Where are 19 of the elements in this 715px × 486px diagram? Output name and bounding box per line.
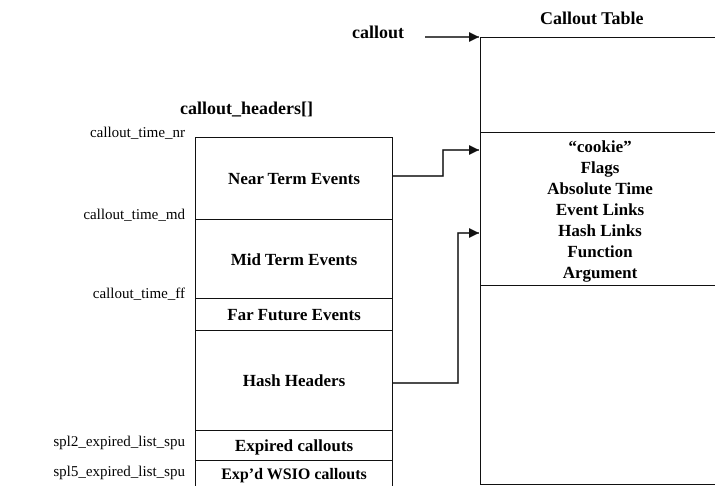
array-cell: Expired callouts (195, 430, 393, 461)
table-heading: Callout Table (540, 8, 644, 29)
arrow (393, 228, 479, 384)
pointer-label: callout (352, 22, 404, 43)
table-cell (480, 37, 715, 133)
arrow (425, 32, 479, 42)
variable-label: spl5_expired_list_spu (52, 464, 185, 481)
variable-label: callout_time_md (82, 207, 185, 224)
array-cell: Far Future Events (195, 298, 393, 331)
table-heading: callout_headers[] (180, 98, 313, 119)
variable-label: callout_time_nr (89, 125, 185, 142)
array-cell: Mid Term Events (195, 219, 393, 299)
array-cell: Hash Headers (195, 330, 393, 431)
variable-label: callout_time_ff (92, 286, 185, 303)
array-cell: Near Term Events (195, 137, 393, 220)
arrow (393, 145, 479, 177)
variable-label: spl2_expired_list_spu (52, 434, 185, 451)
array-cell: Exp’d WSIO callouts (195, 460, 393, 486)
table-cell (480, 285, 715, 485)
